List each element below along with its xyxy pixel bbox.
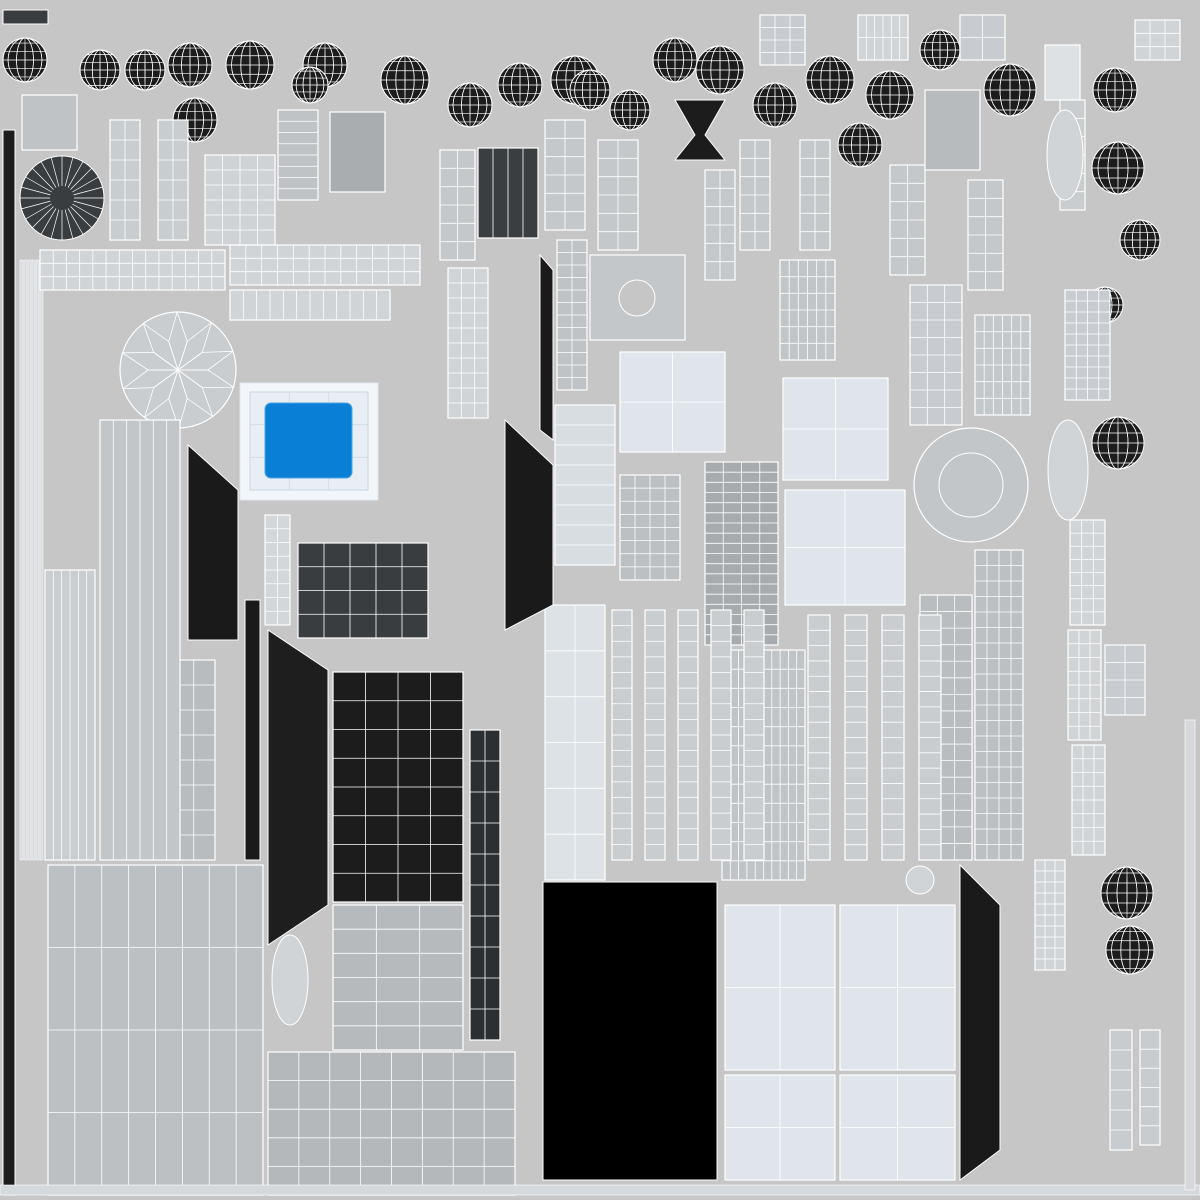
black-panel-island [542,881,718,1181]
round-island [905,865,935,895]
black-diagonal-island [187,443,239,641]
globe-wire [129,49,161,91]
arch-island [271,934,309,1026]
fan-wire [32,206,54,228]
globe-wire [1111,925,1149,975]
fan-wire [70,206,92,228]
panel-island [329,111,386,193]
fan-wire [32,168,54,190]
fan-wire [21,200,51,210]
thin-strip-island [23,259,28,861]
fan-wire [64,209,74,239]
panel-island [1134,19,1181,61]
fan-wire [72,176,99,193]
globe-wire [502,62,538,108]
fan-wire [72,203,99,220]
fan-wire [73,200,103,210]
globe-wire [295,66,325,104]
fan-wire [70,168,92,190]
arch-island [1047,419,1089,521]
globe-wire [574,69,606,111]
black-diagonal-island [959,863,1001,1181]
panel-island [924,89,981,171]
pinwheel-hole [618,279,656,317]
globe-wire [84,49,116,91]
black-diagonal-island [267,629,329,946]
thin-strip-island [27,259,32,861]
globe-wire [757,82,793,128]
globe-wire [614,89,646,131]
fan-wire [25,203,52,220]
globe-wire [172,42,208,88]
right-strip-island [1184,719,1196,1191]
black-strip-island [244,599,261,861]
fan-wire [67,208,84,235]
panel-island [1044,44,1081,101]
globe-wire [657,37,693,83]
bottom-strip-island [0,1184,1200,1196]
thin-strip-island [19,259,24,861]
fan-wire [64,157,74,187]
left-strip-island [2,129,16,1196]
thin-strip-island [39,259,44,861]
fan-wire [50,157,60,187]
globe-wire [7,37,43,83]
black-diagonal-island [504,418,554,631]
globe-wire [1124,219,1156,261]
globe-wire [1097,67,1133,113]
top-left-bar-island [2,9,49,25]
globe-wire [989,63,1031,117]
globe-wire [924,29,956,71]
black-diagonal-island [539,253,554,442]
globe-wire [842,122,878,168]
fan-wire [40,161,57,188]
fan-wire [73,186,103,196]
globe-wire [386,55,424,105]
globe-wire [871,70,909,120]
thin-strip-island [31,259,36,861]
globe-wire [811,55,849,105]
globe-wire [701,45,739,95]
fan-wire [21,186,51,196]
geodesic-wire [176,350,235,371]
fan-wire [25,176,52,193]
fan-wire [67,161,84,188]
globe-wire [1097,141,1139,195]
blue-island [264,402,353,479]
fan-wire [40,208,57,235]
thin-strip-island [35,259,40,861]
round-island-wire [938,452,1004,518]
globe-wire [231,40,269,90]
hourglass-island [673,99,727,161]
arch-island [1046,109,1084,201]
globe-wire [1097,416,1139,470]
panel-island [21,94,78,151]
fan-wire [50,209,60,239]
globe-wire [1106,866,1148,920]
round-island [913,427,1029,543]
globe-wire [452,82,488,128]
